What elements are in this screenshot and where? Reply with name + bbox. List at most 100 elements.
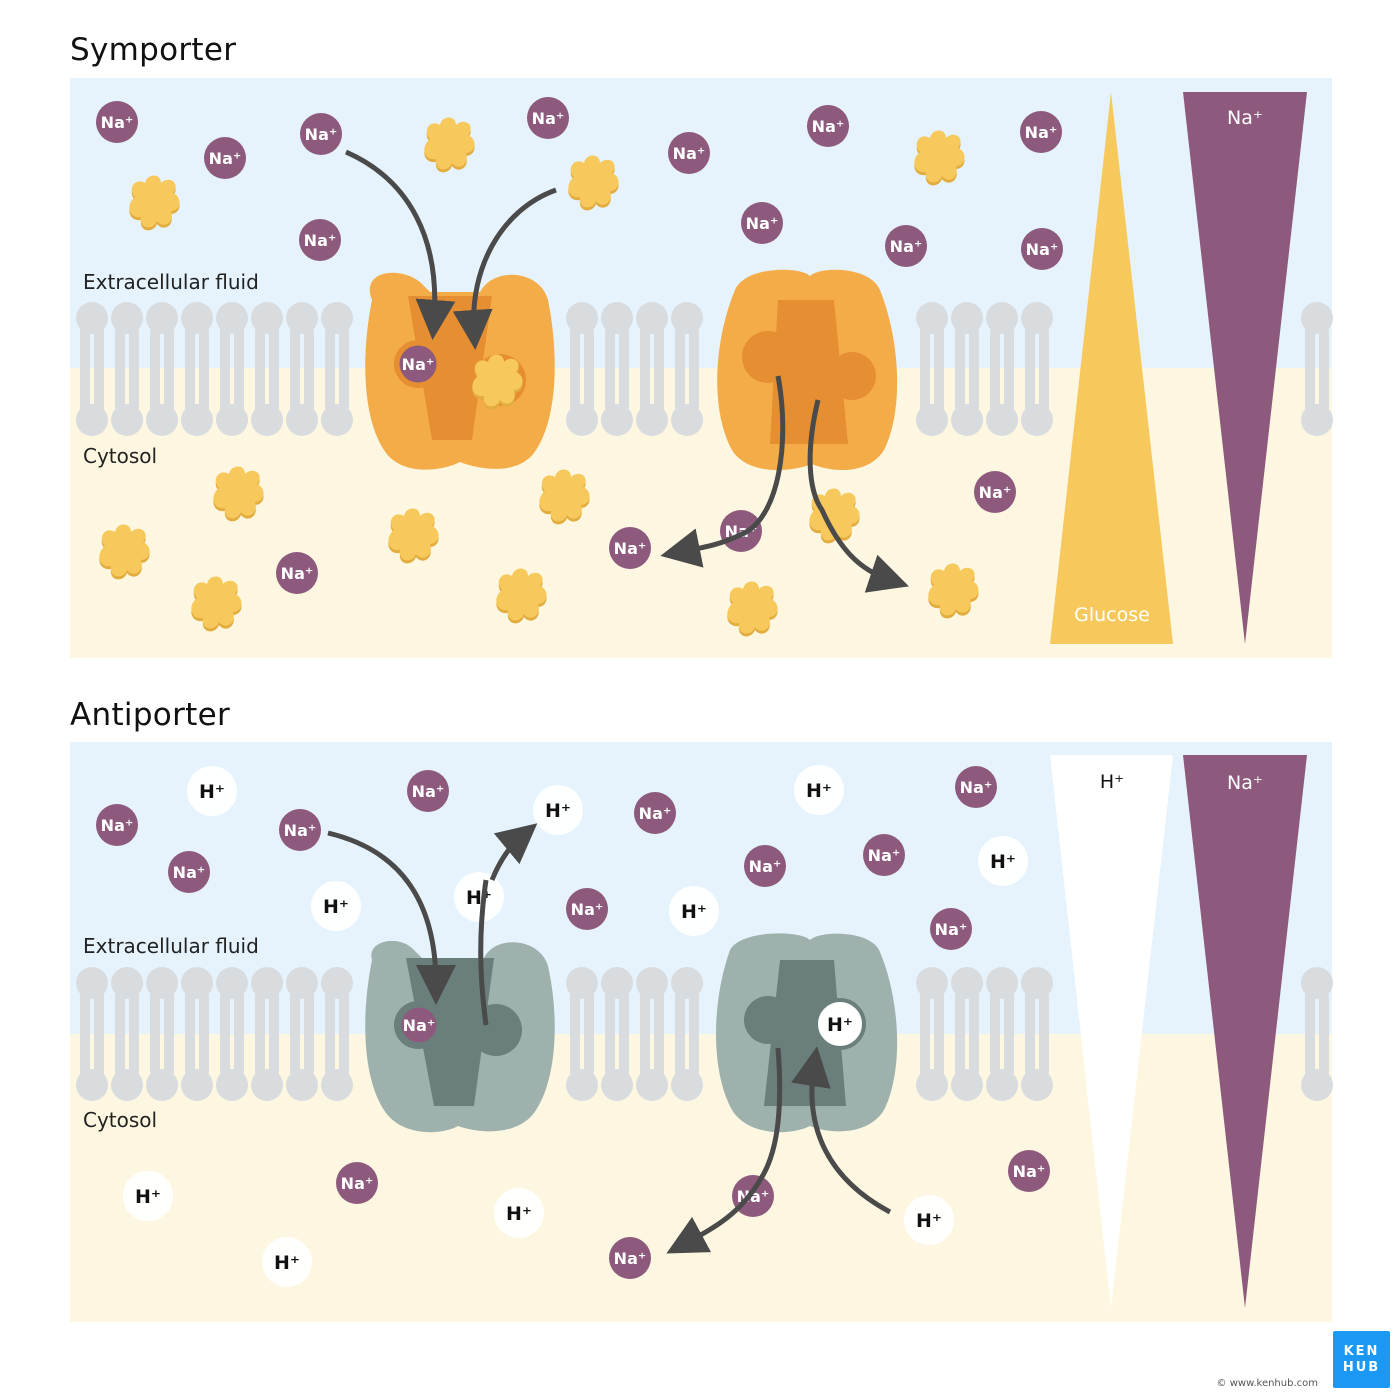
arrow-glucose-out — [807, 399, 909, 593]
proton-gradient-label: H⁺ — [1100, 771, 1124, 793]
svg-text:Na⁺: Na⁺ — [402, 355, 435, 374]
proton: H⁺ — [904, 1195, 954, 1245]
arrow-h-out — [489, 823, 538, 881]
antiporter-protein-inward — [716, 933, 898, 1133]
proton: H⁺ — [311, 881, 361, 931]
symporter-protein-outward — [365, 272, 555, 470]
svg-text:Na⁺: Na⁺ — [812, 117, 845, 136]
svg-text:Na⁺: Na⁺ — [403, 1016, 436, 1035]
antiporter-panel: Extracellular fluid Cytosol H⁺ Na⁺ H⁺H⁺H… — [70, 742, 1333, 1322]
copyright-url: © www.kenhub.com — [1216, 1378, 1318, 1389]
bound-sodium-ion: Na⁺ — [398, 1004, 440, 1046]
antiporter-title: Antiporter — [70, 697, 230, 733]
glucose-gradient-label: Glucose — [1074, 604, 1150, 626]
glucose-gradient — [1050, 92, 1173, 644]
proton: H⁺ — [669, 886, 719, 936]
svg-text:H⁺: H⁺ — [827, 1014, 853, 1036]
proton: H⁺ — [454, 872, 504, 922]
sodium-ion: Na⁺ — [204, 137, 246, 179]
svg-text:H⁺: H⁺ — [990, 851, 1016, 873]
logo-line-2: HUB — [1342, 1359, 1381, 1375]
bound-sodium-ion: Na⁺ — [396, 342, 440, 386]
sodium-ion: Na⁺ — [720, 510, 762, 552]
sodium-ion: Na⁺ — [744, 845, 786, 887]
sodium-ion: Na⁺ — [741, 202, 783, 244]
sodium-ion: Na⁺ — [634, 792, 676, 834]
svg-text:Na⁺: Na⁺ — [979, 483, 1012, 502]
symporter-protein-inward — [717, 269, 898, 471]
proton: H⁺ — [978, 836, 1028, 886]
svg-text:Na⁺: Na⁺ — [101, 113, 134, 132]
sodium-ion: Na⁺ — [279, 809, 321, 851]
sodium-gradient — [1183, 92, 1307, 644]
proton: H⁺ — [262, 1237, 312, 1287]
sodium-ion: Na⁺ — [974, 471, 1016, 513]
svg-text:Na⁺: Na⁺ — [284, 821, 317, 840]
arrow-na-out — [660, 375, 786, 568]
sodium-ion: Na⁺ — [407, 770, 449, 812]
sodium-ion: Na⁺ — [668, 132, 710, 174]
proton: H⁺ — [794, 765, 844, 815]
sodium-ion: Na⁺ — [885, 225, 927, 267]
bound-proton: H⁺ — [814, 998, 866, 1050]
cytosol-label: Cytosol — [83, 1108, 157, 1132]
sodium-ion: Na⁺ — [930, 908, 972, 950]
sodium-ion: Na⁺ — [276, 552, 318, 594]
svg-text:Na⁺: Na⁺ — [571, 900, 604, 919]
proton: H⁺ — [123, 1171, 173, 1221]
sodium-ion: Na⁺ — [527, 97, 569, 139]
arrow-h-out-stem — [478, 879, 489, 1026]
sodium-ion: Na⁺ — [1021, 228, 1063, 270]
svg-text:Na⁺: Na⁺ — [101, 816, 134, 835]
svg-text:H⁺: H⁺ — [506, 1203, 532, 1225]
svg-text:Na⁺: Na⁺ — [305, 125, 338, 144]
ions: H⁺ H⁺ H⁺ H⁺ H⁺ H⁺ H⁺ H⁺ H⁺ H⁺ H⁺ Na⁺ Na⁺ Na⁺ Na⁺ Na⁺ Na⁺… — [96, 765, 1050, 1287]
sodium-ion: Na⁺ — [336, 1162, 378, 1204]
svg-text:Na⁺: Na⁺ — [960, 778, 993, 797]
cytosol-label: Cytosol — [83, 444, 157, 468]
svg-text:H⁺: H⁺ — [545, 800, 571, 822]
svg-text:H⁺: H⁺ — [916, 1210, 942, 1232]
sodium-ion: Na⁺ — [1020, 111, 1062, 153]
svg-text:Na⁺: Na⁺ — [304, 231, 337, 250]
sodium-gradient-label: Na⁺ — [1227, 772, 1263, 794]
sodium-ion: Na⁺ — [168, 851, 210, 893]
svg-text:Na⁺: Na⁺ — [614, 539, 647, 558]
kenhub-logo[interactable]: KEN HUB — [1333, 1331, 1390, 1388]
sodium-ion: Na⁺ — [863, 834, 905, 876]
logo-line-1: KEN — [1343, 1343, 1380, 1359]
svg-text:H⁺: H⁺ — [199, 781, 225, 803]
sodium-gradient — [1183, 755, 1307, 1308]
antiporter-protein-outward — [365, 940, 555, 1133]
svg-text:Na⁺: Na⁺ — [281, 564, 314, 583]
svg-text:Na⁺: Na⁺ — [1026, 240, 1059, 259]
svg-text:Na⁺: Na⁺ — [749, 857, 782, 876]
arrow-na-out — [666, 1047, 783, 1254]
arrow-glucose-in — [452, 187, 557, 350]
sodium-ion: Na⁺ — [609, 1237, 651, 1279]
sodium-ion: Na⁺ — [299, 219, 341, 261]
sodium-ion: Na⁺ — [96, 101, 138, 143]
svg-text:Na⁺: Na⁺ — [1013, 1162, 1046, 1181]
svg-text:H⁺: H⁺ — [681, 901, 707, 923]
extracellular-label: Extracellular fluid — [83, 270, 259, 294]
svg-text:H⁺: H⁺ — [274, 1252, 300, 1274]
svg-text:Na⁺: Na⁺ — [341, 1174, 374, 1193]
svg-text:Na⁺: Na⁺ — [173, 863, 206, 882]
sodium-ion: Na⁺ — [955, 766, 997, 808]
sodium-ion: Na⁺ — [566, 888, 608, 930]
sodium-ion: Na⁺ — [807, 105, 849, 147]
svg-text:Na⁺: Na⁺ — [412, 782, 445, 801]
svg-text:Na⁺: Na⁺ — [935, 920, 968, 939]
svg-text:Na⁺: Na⁺ — [868, 846, 901, 865]
sodium-ion: Na⁺ — [300, 113, 342, 155]
svg-text:Na⁺: Na⁺ — [532, 109, 565, 128]
svg-text:Na⁺: Na⁺ — [746, 214, 779, 233]
arrow-h-in — [791, 1046, 892, 1215]
svg-text:Na⁺: Na⁺ — [890, 237, 923, 256]
svg-text:H⁺: H⁺ — [466, 887, 492, 909]
symporter-panel: Extracellular fluid Cytosol Glucose Na⁺ … — [70, 78, 1333, 658]
svg-text:H⁺: H⁺ — [806, 780, 832, 802]
sodium-ion: Na⁺ — [609, 527, 651, 569]
